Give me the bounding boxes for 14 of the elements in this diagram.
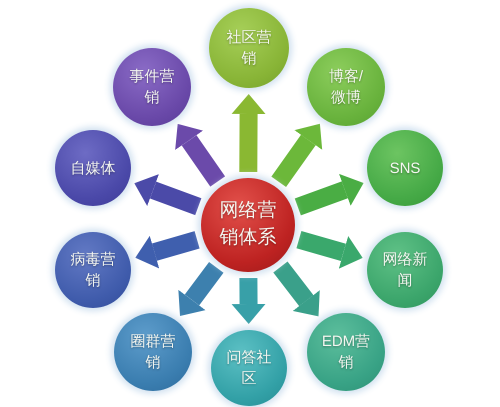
node-label: 圈群营销 — [130, 332, 176, 373]
arrow — [132, 231, 200, 268]
node-label: 博客/微博 — [328, 67, 364, 108]
arrow — [296, 230, 366, 269]
node-label: 事件营销 — [128, 67, 176, 108]
node-label: SNS — [388, 158, 422, 178]
node-label: 问答社区 — [226, 348, 272, 389]
node-label: 自媒体 — [70, 158, 116, 178]
node-label: 社区营销 — [226, 28, 272, 69]
node-label: 病毒营销 — [70, 250, 116, 291]
arrow — [232, 278, 266, 324]
node-label: 网络新闻 — [382, 250, 428, 291]
node-label: EDM营销 — [320, 332, 372, 373]
node-label: 网络营销体系 — [218, 199, 278, 250]
